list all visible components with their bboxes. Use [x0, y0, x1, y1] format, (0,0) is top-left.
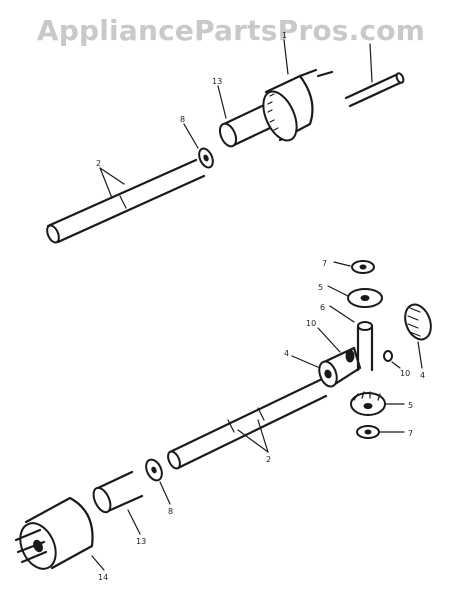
lower-gear-disc-top-part — [347, 288, 383, 308]
leader-line — [159, 481, 171, 505]
lower-washer-top-part — [351, 260, 375, 274]
lower-washer-bottom-part — [356, 425, 380, 439]
callout-label: 7 — [322, 259, 327, 268]
leader-line — [91, 555, 105, 571]
lower-shaft-part — [167, 378, 328, 470]
callout-label: 10 — [306, 319, 316, 328]
leader-line — [217, 85, 227, 119]
leader-line — [99, 167, 125, 185]
hub-gear-left-part — [318, 346, 362, 388]
leader-line — [291, 355, 321, 369]
leader-line — [369, 43, 373, 83]
leader-line — [391, 361, 401, 369]
upper-shaft-part — [46, 158, 206, 244]
callout-label: 1 — [282, 31, 287, 40]
gear-cup-part — [262, 68, 318, 142]
leader-line — [127, 509, 141, 535]
callout-label: 10 — [400, 369, 410, 378]
leader-line — [333, 261, 351, 267]
callout-label: 4 — [284, 349, 289, 358]
callout-label: 4 — [420, 371, 425, 380]
pin-part — [316, 70, 405, 108]
leader-line — [317, 327, 341, 353]
leader-line — [257, 419, 269, 453]
leader-line — [329, 305, 355, 323]
callout-label: 7 — [408, 429, 413, 438]
callout-label: 13 — [212, 77, 222, 86]
leader-line — [283, 39, 289, 75]
callout-label: 5 — [408, 401, 413, 410]
splined-hub-part — [14, 496, 94, 570]
small-ring-right-part — [383, 350, 393, 362]
lower-sleeve-part — [92, 470, 144, 514]
leader-line — [417, 341, 423, 369]
upper-washer-part — [198, 147, 214, 169]
leader-line — [183, 123, 199, 149]
callout-label: 8 — [180, 115, 185, 124]
leader-line — [237, 429, 269, 453]
callout-label: 13 — [136, 537, 146, 546]
callout-label: 6 — [320, 303, 325, 312]
callout-label: 8 — [168, 507, 173, 516]
callout-label: 2 — [266, 455, 271, 464]
watermark-logo: AppliancePartsPros.com — [36, 14, 426, 47]
upper-sleeve-part — [218, 104, 272, 148]
leader-line — [327, 285, 349, 297]
leader-line — [99, 167, 113, 199]
callout-label: 5 — [318, 283, 323, 292]
callout-label: 2 — [96, 159, 101, 168]
lower-washer-part — [145, 458, 163, 482]
callout-label: 14 — [98, 573, 108, 582]
vertical-pin-part — [356, 321, 374, 372]
bevel-gear-right-part — [404, 303, 432, 341]
lower-bevel-gear-part — [350, 391, 386, 416]
